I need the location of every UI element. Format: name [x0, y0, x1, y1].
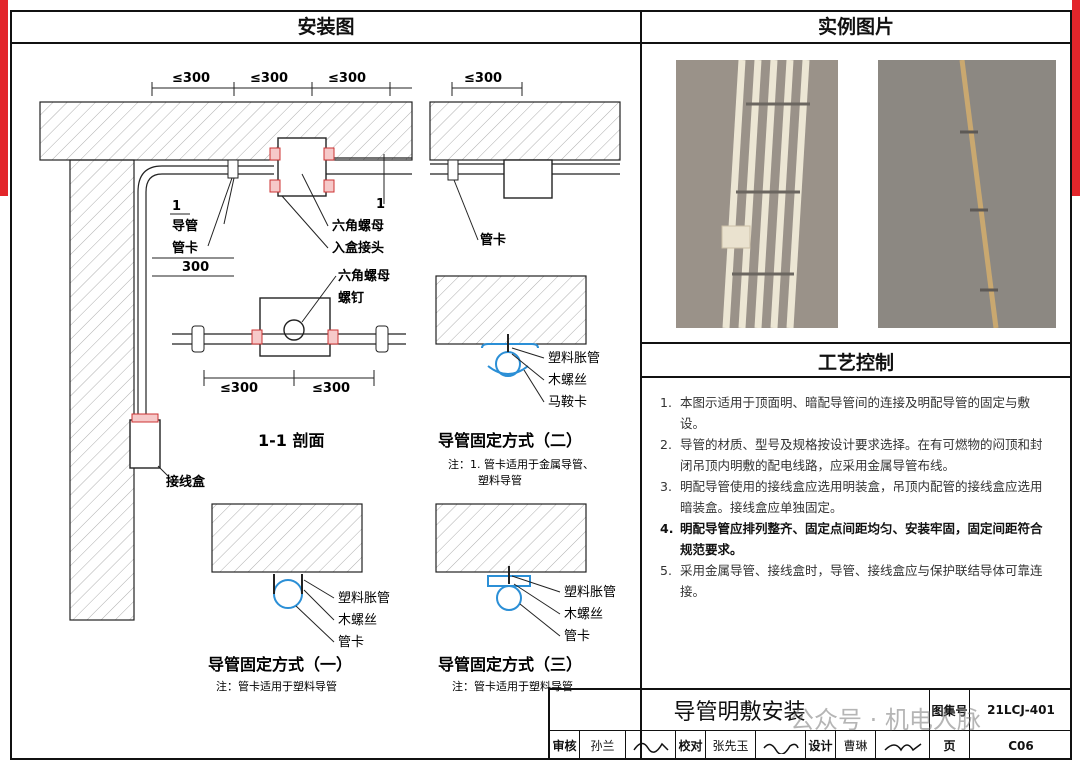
- ceiling-junction-box: [277, 137, 327, 197]
- top-dimension-line: [151, 82, 412, 96]
- dim-d: ≤300: [464, 71, 502, 86]
- check-label: 校对: [676, 731, 706, 760]
- label-plastic-anchor-1: 塑料胀管: [338, 591, 390, 606]
- method2-fixing: [481, 334, 539, 377]
- method1-fixing: [273, 574, 303, 609]
- method2-note-1: 注：1. 管卡适用于金属导管、: [448, 457, 594, 471]
- title-block: 导管明敷安装 图集号 21LCJ-401 审核 孙兰 校对 张先玉 设计 曹琳 …: [548, 688, 1072, 760]
- atlas-label: 图集号: [930, 690, 970, 730]
- process-notes: 1.本图示适用于顶面明、暗配导管间的连接及明配导管的固定与敷设。 2.导管的材质…: [660, 392, 1050, 602]
- wall-junction-box: [129, 419, 161, 469]
- note-item: 2.导管的材质、型号及规格按设计要求选择。在有可燃物的闷顶和封闭吊顶内明敷的配电…: [660, 437, 1043, 473]
- photos-header: 实例图片: [642, 12, 1070, 44]
- right-ceiling-slab: [429, 101, 621, 161]
- box-connector-right-2: [323, 179, 335, 193]
- drawing-title: 导管明敷安装: [550, 690, 930, 730]
- label-hex-nut-section: 六角螺母: [338, 268, 390, 284]
- label-box-connector: 入盒接头: [332, 240, 384, 256]
- dim-b: ≤300: [250, 71, 288, 86]
- caption-method2: 导管固定方式（二）: [438, 431, 582, 450]
- label-wood-screw-1: 木螺丝: [338, 613, 377, 628]
- dim-a: ≤300: [172, 71, 210, 86]
- method3-slab: [435, 503, 587, 573]
- method3-fixing: [487, 566, 531, 611]
- example-photo-2: [878, 60, 1056, 328]
- note-item: 5.采用金属导管、接线盒时，导管、接线盒应与保护联结导体可靠连接。: [660, 563, 1043, 599]
- label-wood-screw-3: 木螺丝: [564, 607, 603, 622]
- label-clamp-1: 管卡: [338, 635, 364, 650]
- box-connector-right: [323, 147, 335, 161]
- process-divider-bottom: [642, 376, 1070, 378]
- label-plastic-anchor-3: 塑料胀管: [564, 585, 616, 600]
- design-label: 设计: [806, 731, 836, 760]
- caption-section: 1-1 剖面: [258, 431, 324, 450]
- label-plastic-anchor: 塑料胀管: [548, 351, 600, 366]
- method1-slab: [211, 503, 363, 573]
- left-red-edge: [0, 0, 8, 196]
- note-item: 3.明配导管使用的接线盒应选用明装盒，吊顶内配管的接线盒应选用暗装盒。接线盒应单…: [660, 479, 1043, 515]
- review-signature: [626, 731, 676, 760]
- label-junction-box: 接线盒: [166, 474, 206, 490]
- design-signature: [876, 731, 930, 760]
- watermark: 公众号 · 机电人脉: [790, 706, 981, 734]
- vertical-divider: [640, 12, 642, 758]
- design-name: 曹琳: [836, 731, 876, 760]
- method2-slab: [435, 275, 587, 345]
- page-number: C06: [1008, 738, 1034, 753]
- label-clamp: 管卡: [172, 240, 198, 256]
- review-name: 孙兰: [580, 731, 626, 760]
- conduit-run: [137, 157, 412, 424]
- dim-c: ≤300: [328, 71, 366, 86]
- main-ceiling-slab: [39, 101, 413, 161]
- method2-note-2: 塑料导管: [478, 473, 522, 487]
- label-wood-screw: 木螺丝: [548, 373, 587, 388]
- method3-note: 注：管卡适用于塑料导管: [452, 679, 573, 693]
- review-label: 审核: [550, 731, 580, 760]
- caption-method1: 导管固定方式（一）: [208, 655, 352, 674]
- label-clamp-3: 管卡: [564, 629, 590, 644]
- section-1-1: [172, 297, 406, 357]
- check-signature: [756, 731, 806, 760]
- main-wall: [69, 159, 135, 621]
- label-saddle-clamp: 马鞍卡: [548, 394, 587, 410]
- dim-e: ≤300: [220, 381, 258, 396]
- dim-g: 300: [182, 260, 209, 275]
- check-name: 张先玉: [706, 731, 756, 760]
- conduit-clamp: [227, 159, 239, 179]
- dim-f: ≤300: [312, 381, 350, 396]
- page-label: 页: [930, 731, 970, 760]
- process-divider-top: [642, 342, 1070, 344]
- box-connector-left: [269, 147, 281, 161]
- atlas-number: 21LCJ-401: [987, 703, 1055, 717]
- right-clamp: [447, 159, 459, 181]
- note-item: 1.本图示适用于顶面明、暗配导管间的连接及明配导管的固定与敷设。: [660, 395, 1031, 431]
- box-connector-left-2: [269, 179, 281, 193]
- drawing-sheet: 安装图 实例图片 ≤300 ≤300 ≤300: [10, 10, 1072, 760]
- installation-drawing: ≤300 ≤300 ≤300 1 1 导管 管卡 300 六角螺母 入盒接头: [39, 71, 621, 693]
- example-photo-1: [676, 60, 838, 328]
- section-mark-right: 1: [376, 197, 385, 212]
- label-screw: 螺钉: [338, 290, 364, 306]
- method1-note: 注：管卡适用于塑料导管: [216, 679, 337, 693]
- note-item: 4.明配导管应排列整齐、固定点间距均匀、安装牢固，固定间距符合规范要求。: [660, 521, 1043, 557]
- label-conduit: 导管: [172, 218, 198, 234]
- process-header: 工艺控制: [817, 352, 894, 374]
- right-junction-box: [503, 159, 553, 199]
- install-header: 安装图: [12, 12, 640, 44]
- right-red-edge: [1072, 0, 1080, 196]
- label-hex-nut: 六角螺母: [332, 218, 384, 234]
- section-mark-left: 1: [172, 199, 181, 214]
- label-pipe-clamp: 管卡: [480, 232, 506, 248]
- caption-method3: 导管固定方式（三）: [438, 655, 582, 674]
